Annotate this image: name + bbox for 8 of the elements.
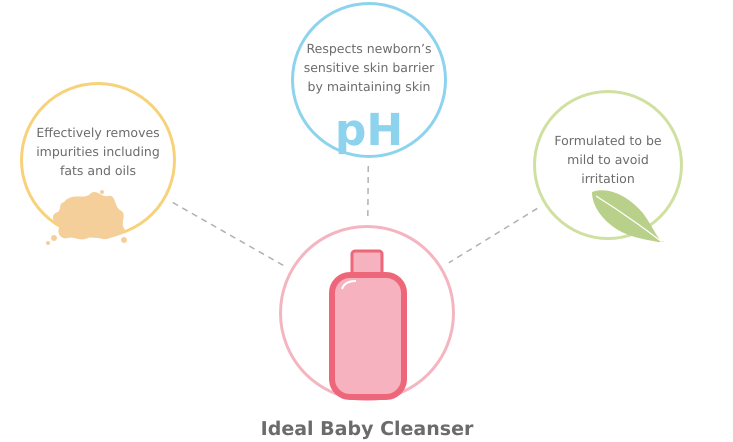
ph-symbol: pH [334,109,404,153]
feature-text: Effectively removes impurities including fats and oils [35,124,161,180]
product-title: Ideal Baby Cleanser [260,418,474,440]
feature-text: Respects newborn’s sensitive skin barrier by maintaining skin [302,40,436,96]
feature-text: Formulated to be mild to avoid irritation [553,132,663,188]
dashed-connector [172,202,284,266]
dashed-connector [448,208,538,264]
dashed-connector [367,166,369,218]
